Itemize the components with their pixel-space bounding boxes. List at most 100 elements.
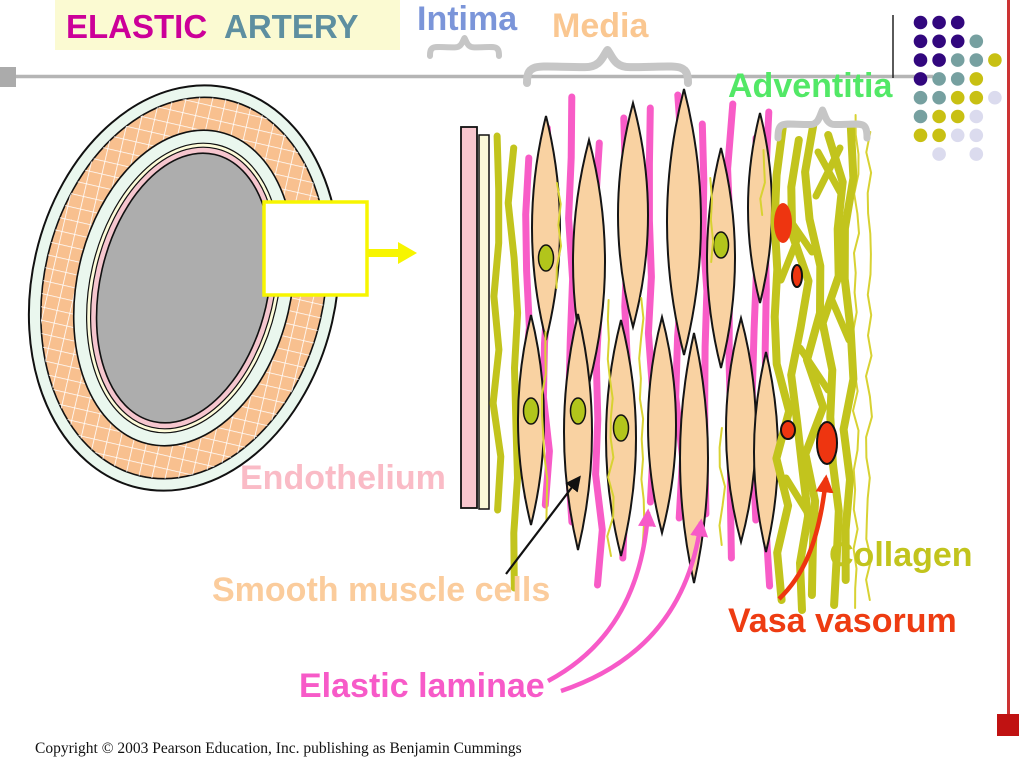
internal-elastic-lamina-line <box>504 144 522 592</box>
decor-dot <box>969 72 984 86</box>
decor-dot <box>913 53 928 67</box>
lumen <box>95 152 273 424</box>
slide-title-artery: ARTERY <box>224 8 358 45</box>
decor-dot <box>913 15 928 30</box>
zoom-arrow-head <box>398 242 417 264</box>
collagen-fiber <box>770 124 794 604</box>
vasa-vasorum-leader-arrow <box>777 474 834 601</box>
fine-elastic-fibril <box>865 131 873 601</box>
cell-nucleus <box>522 397 540 425</box>
decor-dot <box>932 128 946 143</box>
internal-elastic-lamina-lines <box>489 132 522 592</box>
label-intima: Intima <box>417 0 518 38</box>
decor-dot <box>988 90 1002 105</box>
decor-dot <box>950 128 965 143</box>
decor-dot <box>950 34 965 49</box>
cell-nucleus <box>569 397 587 425</box>
decor-dot <box>932 90 946 105</box>
decor-dot <box>913 109 928 124</box>
vasa-vasorum-vessel <box>780 420 796 440</box>
decor-dot <box>969 53 984 67</box>
internal-elastic-lamina-line <box>489 132 505 514</box>
collagen-fiber-branch <box>812 144 844 200</box>
label-endothelium: Endothelium <box>240 459 446 497</box>
wall-diagram <box>460 88 873 614</box>
collagen-fiber <box>818 131 847 609</box>
label-elastic-laminae: Elastic laminae <box>299 667 545 705</box>
vasa-vasorum-vessel <box>816 421 838 465</box>
fine-elastic-fibril <box>541 331 549 521</box>
fine-elastic-fibril <box>638 297 646 561</box>
elastic-laminae-leader-arrow-2 <box>560 518 709 694</box>
smooth-muscle-cell <box>725 314 757 546</box>
fine-elastic-fibril <box>709 177 715 263</box>
collagen-fiber-branch <box>827 294 853 344</box>
smooth-muscle-cell <box>747 112 773 304</box>
copyright-text: Copyright © 2003 Pearson Education, Inc.… <box>35 740 522 757</box>
slide-title-elastic: ELASTIC <box>66 8 207 45</box>
decor-dot <box>932 34 946 49</box>
collagen-fiber-branch <box>796 344 832 394</box>
media-brace <box>523 46 692 87</box>
decor-dot <box>969 34 984 49</box>
zoom-region-box <box>262 200 369 297</box>
smooth-muscle-leader-arrow <box>505 475 581 575</box>
decor-dot <box>932 15 946 30</box>
fine-elastic-fibril <box>555 182 562 289</box>
cell-nucleus <box>612 414 630 442</box>
decor-dot <box>950 53 965 67</box>
cell-nucleus <box>537 244 555 272</box>
fine-elastic-fibril <box>606 299 615 557</box>
label-vasa-vasorum: Vasa vasorum <box>728 602 957 640</box>
decor-dot <box>913 90 928 105</box>
smooth-muscle-cell <box>647 313 677 537</box>
label-collagen: Collagen <box>829 536 973 574</box>
decor-dot <box>950 109 965 124</box>
decor-dot <box>913 72 928 86</box>
elastic-laminae-leader-arrow-1 <box>546 508 657 683</box>
collagen-fiber-branch <box>777 236 801 284</box>
label-adventitia: Adventitia <box>728 67 893 105</box>
collagen-fiber <box>839 124 858 584</box>
fine-elastic-fibril <box>759 149 766 216</box>
smooth-muscle-cell <box>666 88 702 356</box>
collagen-fiber-branch <box>782 474 816 524</box>
decor-dot <box>913 128 928 143</box>
vasa-vasorum-vessel <box>791 264 803 288</box>
decor-dot <box>969 128 984 143</box>
decor-dot <box>969 90 984 105</box>
left-accent-square <box>0 67 16 87</box>
smooth-muscle-cell <box>531 115 561 341</box>
basement-membrane-strip <box>478 134 490 510</box>
decor-dot <box>932 147 946 161</box>
decor-dot <box>988 53 1002 67</box>
vasa-vasorum-vessel <box>774 203 792 243</box>
smooth-muscle-cells <box>517 88 779 584</box>
adventitia-brace <box>774 106 871 142</box>
intima-brace <box>427 35 502 59</box>
right-edge-square <box>997 714 1019 736</box>
endothelium-strip <box>460 126 478 509</box>
decor-dot <box>950 15 965 30</box>
vasa-vasorum-vessels <box>774 203 838 465</box>
decor-dot <box>950 72 965 86</box>
label-media: Media <box>552 7 649 45</box>
decor-dot <box>932 72 946 86</box>
cell-nucleus <box>712 231 730 259</box>
collagen-fibers <box>770 121 858 614</box>
smooth-muscle-cell <box>753 351 779 553</box>
section-braces <box>427 35 871 142</box>
decor-dot <box>969 109 984 124</box>
zoom-arrow <box>367 242 417 264</box>
decor-dot <box>913 34 928 49</box>
dot-grid-decoration <box>913 15 1002 161</box>
fine-elastic-fibril <box>718 427 726 546</box>
decor-dot <box>932 109 946 124</box>
decor-dot <box>950 90 965 105</box>
title-background <box>55 0 400 50</box>
decor-dot <box>969 147 984 161</box>
smooth-muscle-cell <box>617 99 649 331</box>
decor-dot <box>932 53 946 67</box>
